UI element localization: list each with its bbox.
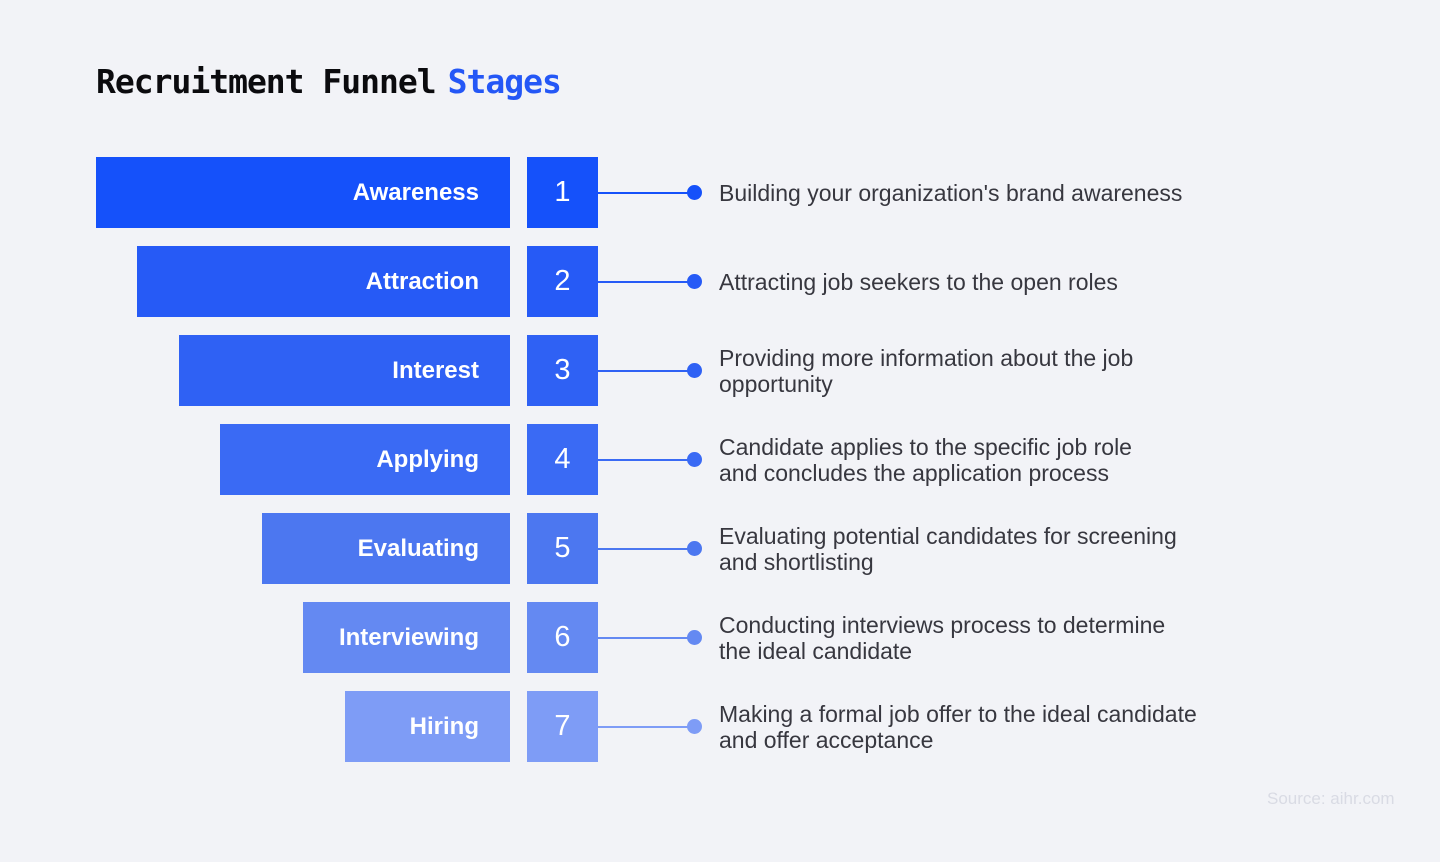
stage-bar: Attraction: [137, 246, 510, 317]
connector-line: [598, 636, 688, 639]
stage-label: Applying: [376, 445, 479, 473]
stage-bar-column: Interviewing: [96, 602, 510, 673]
funnel-stage-row: Interviewing 6 Conducting interviews pro…: [96, 602, 1197, 673]
stage-number: 6: [554, 621, 571, 653]
funnel-stage-row: Awareness 1 Building your organization's…: [96, 157, 1197, 228]
funnel-stage-row: Applying 4 Candidate applies to the spec…: [96, 424, 1197, 495]
funnel-stage-row: Interest 3 Providing more information ab…: [96, 335, 1197, 406]
stage-description: Conducting interviews process to determi…: [719, 611, 1166, 664]
connector-dot: [687, 274, 702, 289]
connector-dot: [687, 452, 702, 467]
stage-description: Candidate applies to the specific job ro…: [719, 433, 1132, 486]
stage-bar: Hiring: [345, 691, 510, 762]
stage-number-box: 3: [527, 335, 598, 406]
connector-line: [598, 725, 688, 728]
stage-label: Interest: [392, 356, 479, 384]
stage-bar-column: Evaluating: [96, 513, 510, 584]
source-credit: Source: aihr.com: [1267, 789, 1395, 808]
title-accent: Stages: [447, 62, 562, 101]
connector-dot: [687, 630, 702, 645]
title-main: Recruitment Funnel: [96, 62, 437, 101]
stage-number-box: 1: [527, 157, 598, 228]
stage-bar-column: Interest: [96, 335, 510, 406]
stage-number-box: 7: [527, 691, 598, 762]
stage-bar-column: Hiring: [96, 691, 510, 762]
stage-number-box: 4: [527, 424, 598, 495]
stage-number: 7: [554, 710, 571, 742]
stage-number: 5: [554, 532, 571, 564]
connector: [598, 335, 702, 406]
connector: [598, 691, 702, 762]
connector: [598, 602, 702, 673]
stage-bar: Interviewing: [303, 602, 510, 673]
connector: [598, 157, 702, 228]
connector-dot: [687, 185, 702, 200]
stage-bar: Interest: [179, 335, 510, 406]
funnel-stage-row: Evaluating 5 Evaluating potential candid…: [96, 513, 1197, 584]
stage-bar-column: Applying: [96, 424, 510, 495]
funnel-stage-row: Attraction 2 Attracting job seekers to t…: [96, 246, 1197, 317]
connector-line: [598, 369, 688, 372]
stage-bar-column: Attraction: [96, 246, 510, 317]
connector-dot: [687, 541, 702, 556]
stage-bar-column: Awareness: [96, 157, 510, 228]
stage-bar: Applying: [220, 424, 510, 495]
connector: [598, 424, 702, 495]
stage-label: Awareness: [352, 178, 479, 206]
connector-line: [598, 280, 688, 283]
stage-number: 3: [554, 354, 571, 386]
stage-description: Providing more information about the job…: [719, 344, 1134, 397]
stage-number: 4: [554, 443, 571, 475]
stage-bar: Awareness: [96, 157, 510, 228]
page-title: Recruitment Funnel Stages: [96, 62, 562, 101]
connector-line: [598, 458, 688, 461]
connector-line: [598, 191, 688, 194]
funnel-rows: Awareness 1 Building your organization's…: [96, 157, 1197, 780]
stage-number: 1: [554, 176, 571, 208]
connector: [598, 246, 702, 317]
stage-description: Making a formal job offer to the ideal c…: [719, 700, 1197, 753]
stage-number-box: 2: [527, 246, 598, 317]
connector-dot: [687, 719, 702, 734]
stage-label: Evaluating: [357, 534, 479, 562]
connector-dot: [687, 363, 702, 378]
stage-label: Attraction: [365, 267, 479, 295]
stage-description: Building your organization's brand aware…: [719, 179, 1183, 206]
stage-label: Hiring: [409, 712, 479, 740]
stage-description: Evaluating potential candidates for scre…: [719, 522, 1177, 575]
connector-line: [598, 547, 688, 550]
stage-bar: Evaluating: [262, 513, 510, 584]
funnel-stage-row: Hiring 7 Making a formal job offer to th…: [96, 691, 1197, 762]
stage-description: Attracting job seekers to the open roles: [719, 268, 1118, 295]
stage-label: Interviewing: [338, 623, 479, 651]
stage-number-box: 5: [527, 513, 598, 584]
connector: [598, 513, 702, 584]
stage-number-box: 6: [527, 602, 598, 673]
stage-number: 2: [554, 265, 571, 297]
